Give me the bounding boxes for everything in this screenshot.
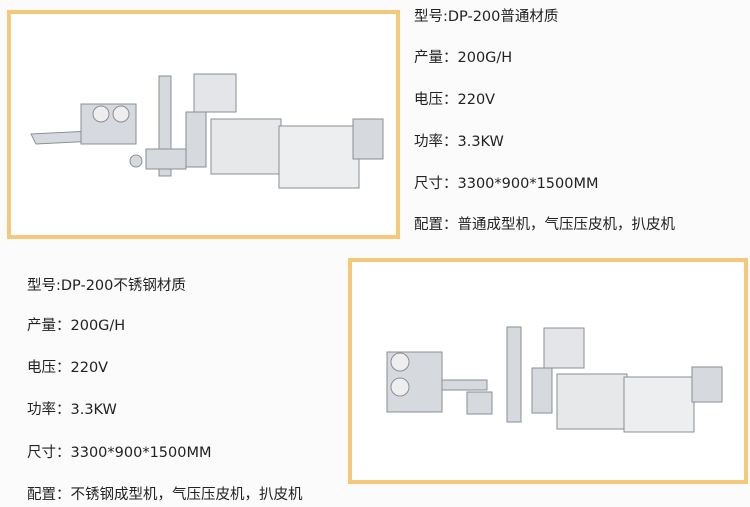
spec-model: 型号:DP-200普通材质 [414,9,559,25]
spec-model: 型号:DP-200不锈钢材质 [27,278,186,294]
spec-voltage: 电压：220V [414,92,496,108]
spec-power: 功率：3.3KW [27,402,117,418]
spec-output: 产量：200G/H [414,50,513,66]
spec-size: 尺寸：3300*900*1500MM [414,176,599,192]
machine-illustration-standard [30,73,384,189]
machine-illustration-stainless [386,326,723,433]
spec-config: 配置：普通成型机，气压压皮机，扒皮机 [414,217,675,233]
spec-voltage: 电压：220V [27,360,109,376]
product-image-frame-stainless [348,258,748,484]
product-image-frame-standard [7,10,400,239]
spec-config: 配置：不锈钢成型机，气压压皮机，扒皮机 [27,487,303,503]
spec-power: 功率：3.3KW [414,134,504,150]
spec-output: 产量：200G/H [27,318,126,334]
spec-size: 尺寸：3300*900*1500MM [27,445,212,461]
